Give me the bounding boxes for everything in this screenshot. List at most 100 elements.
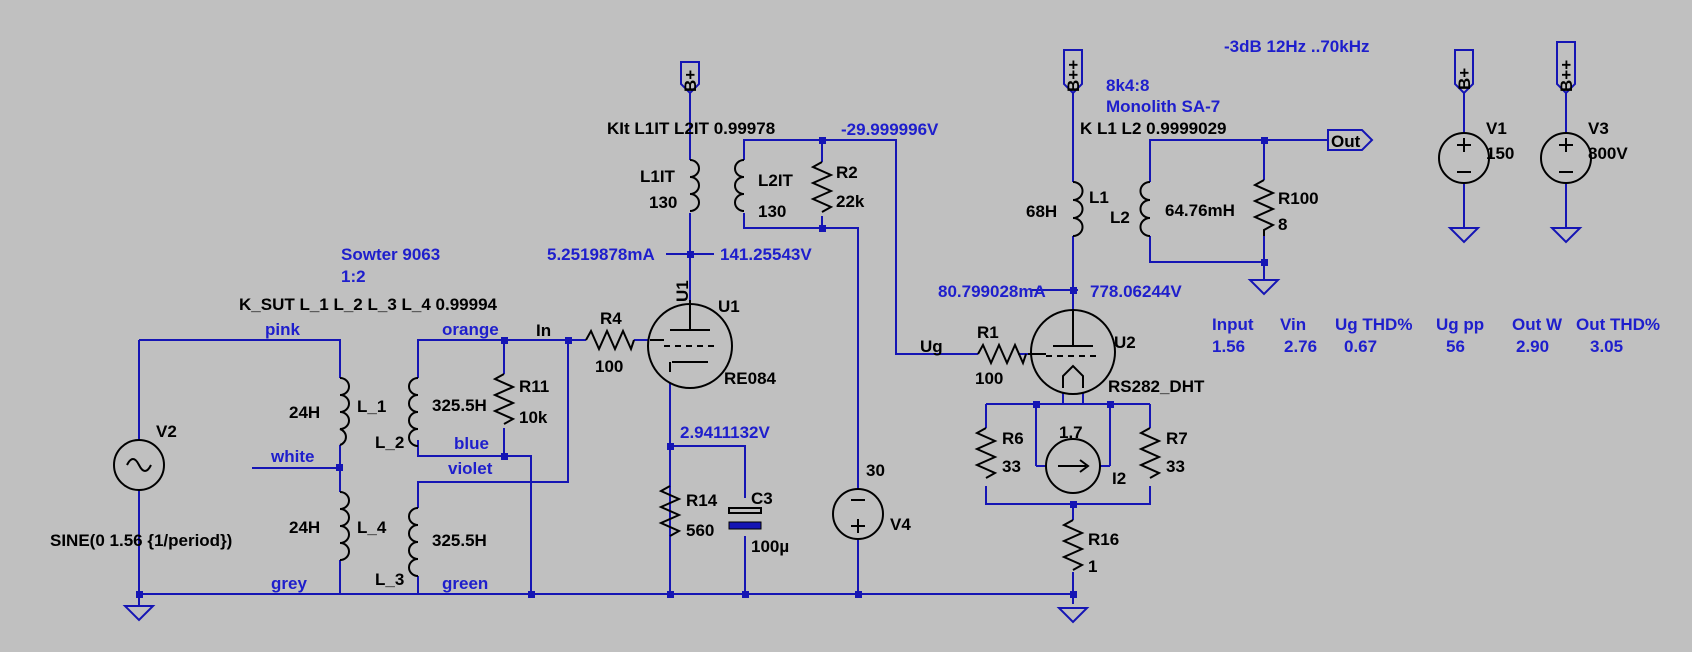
results-header: Vin: [1280, 315, 1306, 334]
resistor-r7: [1138, 427, 1162, 479]
resistor-r14: [658, 485, 682, 537]
tube-u2: [1028, 309, 1116, 395]
l-4-value: 24H: [289, 518, 320, 537]
ground-symbols: [122, 224, 1583, 624]
resistor-r11: [492, 373, 516, 425]
component-labels: V2 SINE(0 1.56 {1/period}) 24H L_1 24H L…: [50, 119, 1628, 589]
r6-value: 33: [1002, 457, 1021, 476]
ground-symbol: [1056, 607, 1090, 624]
r11-value: 10k: [519, 408, 548, 427]
svg-text:B+: B+: [681, 70, 700, 92]
i2-value: 1.7: [1059, 423, 1083, 442]
wire-grey: grey: [271, 574, 307, 593]
results-value: 3.05: [1590, 337, 1623, 356]
v1-value: 150: [1486, 144, 1514, 163]
v3-value: 800V: [1588, 144, 1628, 163]
r4-ref: R4: [600, 309, 622, 328]
bandwidth-note: -3dB 12Hz ..70kHz: [1224, 37, 1370, 56]
r100-value: 8: [1278, 215, 1287, 234]
annotations: -3dB 12Hz ..70kHz Sowter 9063 1:2 8k4:8 …: [265, 37, 1370, 593]
results-value: 1.56: [1212, 337, 1245, 356]
r11-ref: R11: [519, 377, 549, 396]
svg-text:B++: B++: [1557, 60, 1576, 92]
l2-ref: L2: [1110, 208, 1130, 227]
inductor-l-2: [408, 377, 419, 447]
ground-symbol: [122, 605, 156, 622]
l-1-ref: L_1: [357, 397, 386, 416]
wire-white: white: [270, 447, 314, 466]
r14-ref: R14: [686, 491, 718, 510]
l-3-value: 325.5H: [432, 531, 487, 550]
results-header: Ug THD%: [1335, 315, 1412, 334]
resistor-r6: [974, 427, 998, 479]
v3-voltage-source: [1540, 132, 1592, 184]
v-cathode-readout: 2.9411132V: [680, 423, 770, 442]
output-transformer-name: Monolith SA-7: [1106, 97, 1220, 116]
input-transformer-name: Sowter 9063: [341, 245, 440, 264]
r2-value: 22k: [836, 192, 865, 211]
output-transformer-ratio: 8k4:8: [1106, 76, 1149, 95]
ground-symbol: [1549, 227, 1583, 244]
k-out: K L1 L2 0.9999029: [1080, 119, 1226, 138]
inductor-l2it: [734, 159, 745, 212]
r7-value: 33: [1166, 457, 1185, 476]
u1-ref-vertical: U1: [673, 280, 692, 302]
v-u2-readout: 778.06244V: [1090, 282, 1182, 301]
r16-value: 1: [1088, 557, 1097, 576]
wires: [138, 92, 1567, 604]
l1-value: 68H: [1026, 202, 1057, 221]
resistor-r100: [1252, 179, 1276, 236]
junction-dots: [136, 137, 1268, 598]
results-value: 0.67: [1344, 337, 1377, 356]
v4-value: 30: [866, 461, 885, 480]
l1it-ref: L1IT: [640, 167, 676, 186]
u1-value: RE084: [724, 369, 777, 388]
l-3-ref: L_3: [375, 570, 404, 589]
bplus-flag-3: B+: [1454, 49, 1474, 95]
u2-value: RS282_DHT: [1108, 377, 1205, 396]
resistor-r16: [1061, 519, 1085, 571]
net-in: In: [536, 321, 551, 340]
ground-symbol: [1247, 279, 1281, 296]
tube-u1: [647, 300, 733, 389]
r1-value: 100: [975, 369, 1003, 388]
v1-voltage-source: [1438, 132, 1490, 184]
inductor-l1: [1072, 181, 1084, 237]
i-u1-readout: 5.2519878mA: [547, 245, 655, 264]
v2-sine-source: [113, 439, 165, 491]
c3-value: 100µ: [751, 537, 789, 556]
results-table: Input Vin Ug THD% Ug pp Out W Out THD% 1…: [1212, 315, 1660, 356]
k-it: KIt L1IT L2IT 0.99978: [607, 119, 775, 138]
k-sut: K_SUT L_1 L_2 L_3 L_4 0.99994: [239, 295, 498, 314]
inductor-l2: [1139, 181, 1151, 237]
wire-green: green: [442, 574, 488, 593]
l-2-ref: L_2: [375, 433, 404, 452]
i-u2-readout: 80.799028mA: [938, 282, 1046, 301]
r14-value: 560: [686, 521, 714, 540]
l-1-value: 24H: [289, 403, 320, 422]
resistor-r2: [810, 161, 834, 213]
r7-ref: R7: [1166, 429, 1188, 448]
inductor-l-1: [339, 377, 350, 446]
capacitor-c3: [728, 507, 762, 530]
v-r2-readout: -29.999996V: [841, 120, 939, 139]
svg-text:Out: Out: [1331, 132, 1361, 151]
out-flag: Out: [1327, 129, 1374, 151]
resistor-r1: [977, 342, 1027, 366]
svg-text:B+: B+: [1455, 68, 1474, 90]
r2-ref: R2: [836, 163, 858, 182]
l-4-ref: L_4: [357, 518, 387, 537]
input-transformer-ratio: 1:2: [341, 267, 366, 286]
u1-ref: U1: [718, 297, 740, 316]
l1it-value: 130: [649, 193, 677, 212]
v2-ref: V2: [156, 422, 177, 441]
inductor-l-3: [408, 507, 419, 577]
bplus-flag-2: B++: [1063, 49, 1083, 95]
bplus-flag-4: B++: [1556, 41, 1576, 95]
i2-ref: I2: [1112, 469, 1126, 488]
l2it-ref: L2IT: [758, 171, 794, 190]
l1-ref: L1: [1089, 188, 1109, 207]
wire-blue: blue: [454, 434, 489, 453]
results-header: Ug pp: [1436, 315, 1484, 334]
